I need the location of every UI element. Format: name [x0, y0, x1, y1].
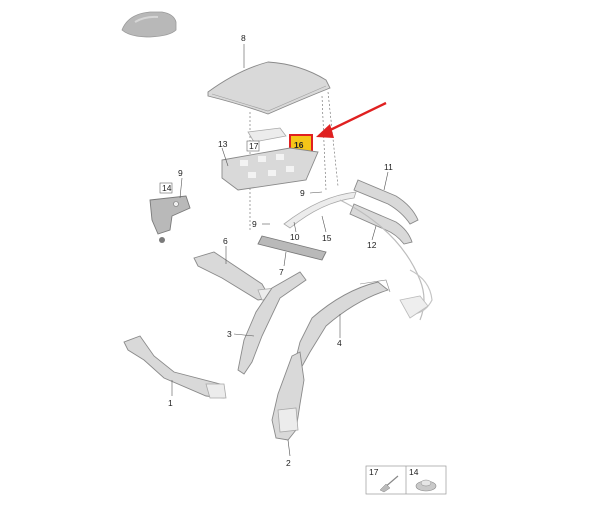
- callout-3: 3: [227, 329, 232, 339]
- callout-4: 4: [337, 338, 342, 348]
- callout-14-box: [159, 182, 173, 194]
- callout-9a: 9: [178, 168, 183, 178]
- roof-reinforcement-part: [349, 203, 413, 245]
- callout-16: 16: [294, 140, 304, 150]
- roof-panel-part: [207, 61, 331, 115]
- callout-10: 10: [290, 232, 300, 242]
- callout-6: 6: [223, 236, 228, 246]
- bracket-part: [247, 127, 287, 143]
- b-pillar-part: [293, 279, 391, 371]
- callout-9c: 9: [252, 219, 257, 229]
- nut-fastener-icon: [415, 479, 437, 492]
- callout-12: 12: [367, 240, 377, 250]
- roof-bow-part: [257, 235, 327, 261]
- callout-17-box: [246, 140, 260, 152]
- insulation-panel-part: [221, 147, 319, 191]
- callout-1: 1: [168, 398, 173, 408]
- a-pillar-part: [237, 271, 307, 375]
- front-pillar-lower-part: [123, 335, 227, 399]
- b-pillar-lower-part: [271, 351, 305, 441]
- callout-15: 15: [322, 233, 332, 243]
- callout-17: 17: [249, 141, 259, 151]
- roof-frame-part: [283, 191, 433, 321]
- callout-8: 8: [241, 33, 246, 43]
- callout-2: 2: [286, 458, 291, 468]
- legend-item-17: 17: [369, 467, 379, 477]
- clip-fastener-icon: [379, 475, 399, 493]
- vehicle-silhouette-icon: [121, 11, 177, 38]
- callout-14: 14: [162, 183, 172, 193]
- callout-13: 13: [218, 139, 228, 149]
- hinge-bracket-part: [149, 195, 191, 243]
- callout-11: 11: [384, 162, 393, 172]
- red-arrow-icon: [316, 101, 387, 138]
- callout-9b: 9: [300, 188, 305, 198]
- windshield-frame-part: [193, 251, 277, 301]
- callout-7: 7: [279, 267, 284, 277]
- rear-roof-rail-part: [353, 179, 419, 225]
- fastener-legend: 17 14: [365, 465, 447, 495]
- legend-item-14: 14: [409, 467, 419, 477]
